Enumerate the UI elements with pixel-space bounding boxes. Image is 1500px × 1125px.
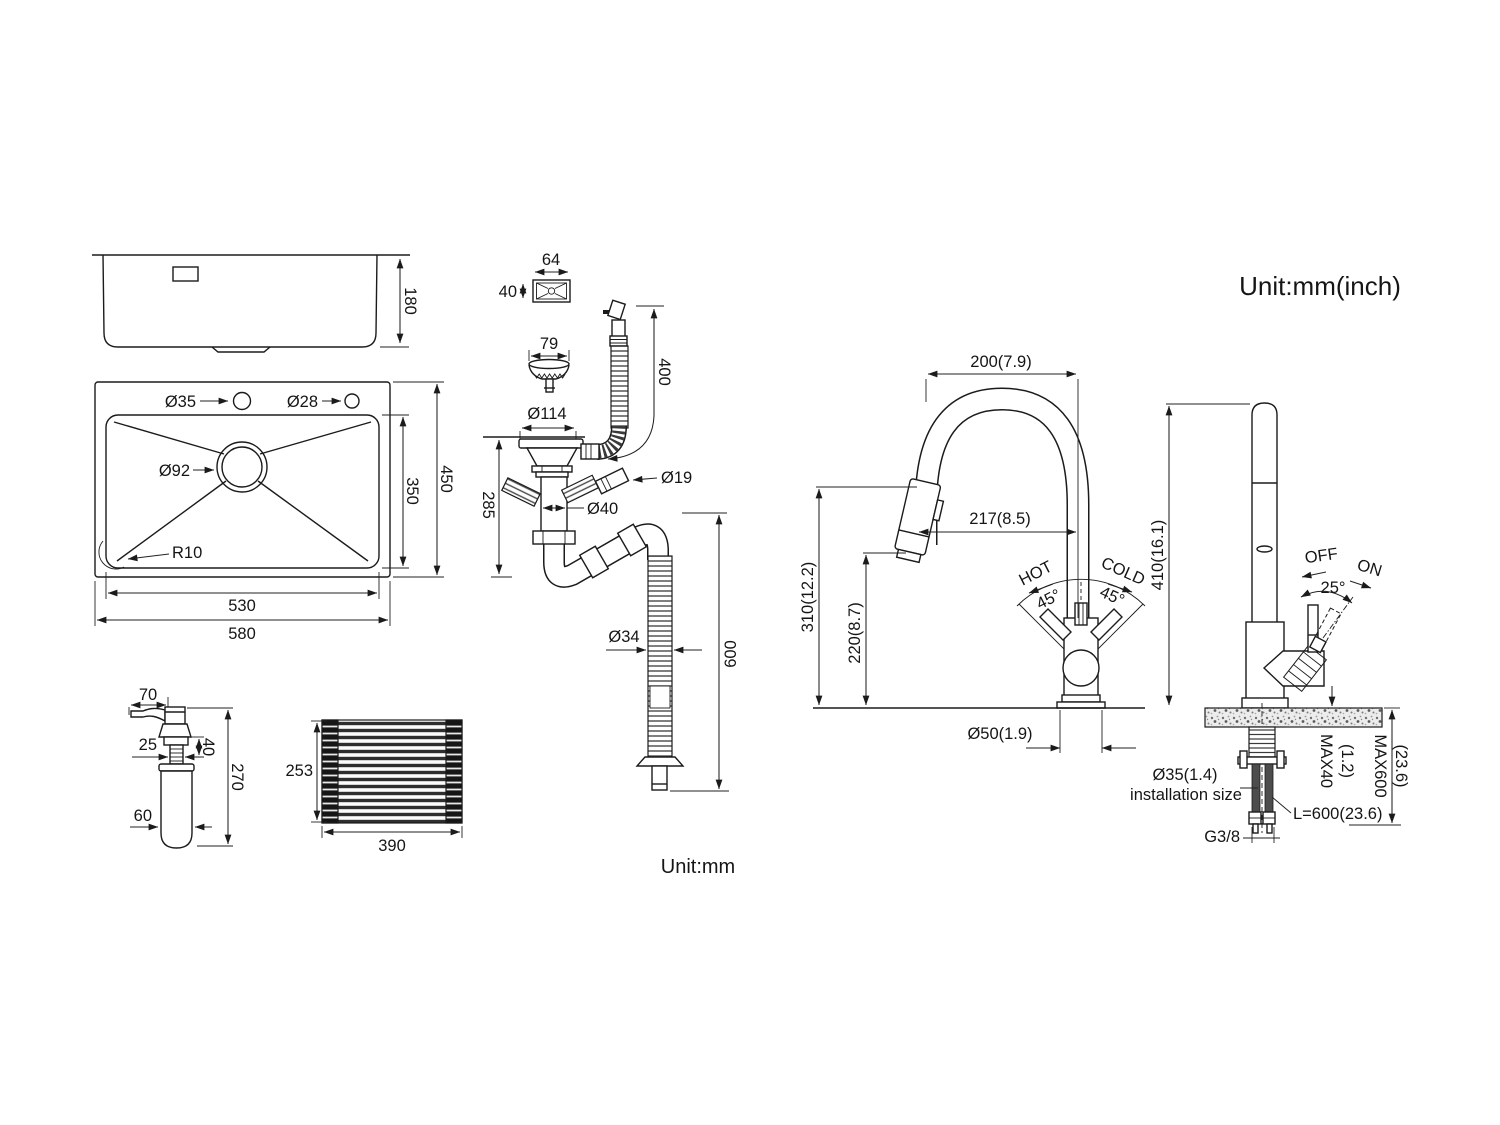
dim-outer-width: 580 [228,625,256,643]
supply-hose [1264,763,1274,813]
label-drain-dia: Ø92 [159,462,190,480]
dim-overflow-height: 40 [499,283,517,301]
faucet-hole [232,391,252,411]
dispenser-head [164,706,186,725]
aerator-detail [1282,644,1328,693]
dim-base-dia: Ø50(1.9) [967,725,1032,743]
label-corner-radius: R10 [172,544,202,562]
overflow-connector [594,467,630,495]
dim-faucet-height: 310(12.2) [799,562,817,633]
dim-overflow-width: 64 [542,251,560,269]
dim-counter-max: MAX40 [1317,734,1335,788]
dim-inner-width: 530 [228,597,256,615]
dim-overflow-hose-len: 400 [655,358,673,386]
unit-label-metric: Unit:mm [661,856,735,878]
handle-lever [1307,604,1319,653]
faucet-installation-view: 25° OFF ON 410(16.1) MAX40 (1.2) MAX600 … [1130,402,1410,846]
cold-handle [1090,608,1123,641]
dim-spout-reach: 200(7.9) [970,353,1031,371]
dim-below-max: MAX600 [1371,734,1389,797]
strainer-basket [528,358,570,393]
tailpipe [540,476,568,532]
dim-rack-width: 390 [378,837,406,855]
hot-handle [1039,608,1072,641]
soap-dispenser-view: 70 40 25 270 60 [128,686,246,849]
label-hole-note: installation size [1130,786,1242,804]
dim-assembly-height: 285 [479,491,497,519]
side-inlet-hose [500,477,542,507]
dim-outlet-hose-dia: Ø34 [608,628,639,646]
label-hose-length: L=600(23.6) [1293,805,1382,823]
dim-overflow-hose-dia: Ø19 [661,469,692,487]
dim-counter-max-inch: (1.2) [1338,744,1356,778]
drain-flange [518,438,584,449]
dim-bottle-width: 60 [134,807,152,825]
label-thread-size: G3/8 [1204,828,1240,846]
pull-down-spray-head [894,478,945,564]
threaded-shank [1248,726,1276,758]
rack-edge-band [321,719,339,824]
dispenser-bottle [160,770,193,849]
faucet-base [1056,701,1106,709]
dim-sink-height: 180 [401,287,419,315]
label-hole-left: Ø35 [165,393,196,411]
dim-collar-height: 40 [199,738,217,756]
dim-total-height: 270 [228,763,246,791]
valve-ball [1062,649,1100,687]
faucet-column [1251,402,1278,622]
dim-strainer-width: 79 [540,335,558,353]
faucet-side-view: 200(7.9) 217(8.5) 310(12.2) 220(8.7) HOT… [799,353,1148,753]
mounting-bracket [1237,756,1287,765]
corner-radius-arc [98,540,125,570]
overflow-slot [172,266,199,282]
label-hole-dia: Ø35(1.4) [1152,766,1217,784]
outlet-hose [635,555,685,791]
sink-side-view: 180 [92,254,419,353]
rack-edge-band [445,719,463,824]
dim-neck-width: 25 [139,736,157,754]
dim-install-height: 410(16.1) [1149,520,1167,591]
dim-inner-depth: 350 [403,477,421,505]
dim-rack-depth: 253 [285,762,313,780]
dim-pipe-dia: Ø40 [587,500,618,518]
drain-assembly-view: 64 40 79 Ø114 [479,251,740,878]
dim-outlet-hose-len: 600 [722,640,740,668]
dim-outer-depth: 450 [437,465,455,493]
drain-hole [216,441,268,493]
label-off: OFF [1304,545,1339,567]
label-hole-right: Ø28 [287,393,318,411]
dim-flange-dia: Ø114 [527,405,566,423]
roll-up-rack-view: 253 390 [285,719,463,855]
dim-spout-reach: 70 [139,686,157,704]
dim-spray-reach: 217(8.5) [969,510,1030,528]
sink-top-view: Ø35 Ø28 Ø92 R10 350 450 530 580 [94,381,455,643]
countertop-section [1204,707,1383,728]
dispenser-spout [130,707,166,723]
dim-below-max-inch: (23.6) [1392,744,1410,787]
dispenser-hole [344,393,360,409]
unit-label-imperial: Unit:mm(inch) [1239,271,1401,301]
label-handle-angle: 25° [1321,579,1346,597]
handle-tilted-position [1308,607,1342,654]
dim-spout-height: 220(8.7) [846,602,864,663]
